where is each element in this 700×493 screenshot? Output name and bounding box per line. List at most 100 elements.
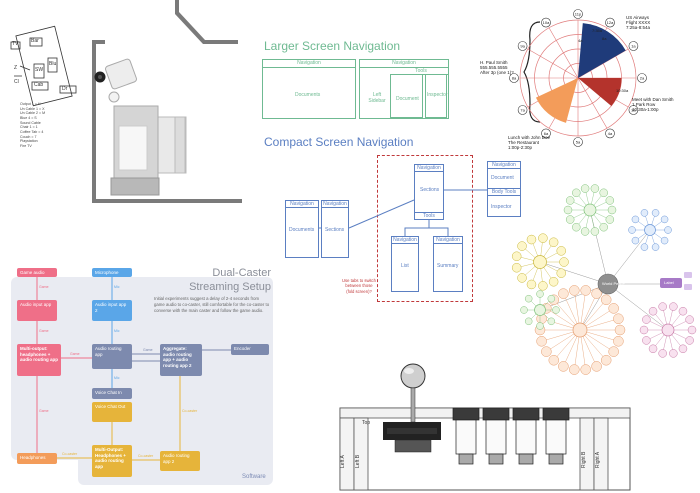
- joystick-ball: [400, 363, 426, 389]
- wall-bottom: [92, 199, 242, 203]
- inner-label: 7:35a: [592, 28, 603, 33]
- hour-label: 8a: [512, 76, 517, 81]
- radial-spoke: [577, 77, 608, 129]
- bubble-node: [556, 268, 567, 278]
- bubble-node: [548, 354, 560, 366]
- hour-marker: [637, 73, 647, 83]
- bubble-node: [613, 313, 624, 324]
- bubble-node: [547, 317, 556, 326]
- armchair: [105, 58, 137, 90]
- bubble-node: [548, 277, 559, 287]
- panel-header: Navigation: [263, 60, 355, 68]
- software-label: Software: [242, 474, 266, 480]
- sketch-note: Blue 4 = S: [20, 116, 37, 121]
- audio-title: Dual-Caster: [212, 267, 271, 279]
- audio-description: Initial experiments suggest a delay of 2…: [154, 296, 270, 313]
- sketch-note: Chair 1 = 1: [20, 125, 38, 130]
- hour-marker: [541, 128, 551, 139]
- document-label: Document: [491, 175, 514, 181]
- bubble-node: [558, 288, 569, 299]
- bubble-node: [631, 215, 640, 224]
- panel-header: Navigation: [392, 237, 418, 244]
- bubble-node: [541, 346, 552, 357]
- bubble-node: [605, 196, 615, 205]
- sketch-note: Playstation: [20, 139, 38, 144]
- radial-event-label: US Airways Flight XXXX 7:25a-8:54a: [626, 15, 651, 30]
- bubble-node: [563, 205, 573, 215]
- panel-header: Navigation: [360, 60, 448, 68]
- table-top: [118, 125, 148, 171]
- multi-output-node: Multi-output: headphones + audio routing…: [17, 344, 61, 376]
- bubble-node: [572, 188, 581, 198]
- bubble-hub: [572, 322, 588, 338]
- hour-marker: [517, 105, 528, 115]
- document-label: Document: [396, 96, 419, 102]
- wedge-lunch: [535, 78, 578, 123]
- joystick-label-right-b: Right B: [581, 451, 587, 468]
- edge-label: Mic: [114, 329, 120, 333]
- bubble-node: [651, 209, 660, 217]
- bubble-node: [613, 336, 624, 347]
- bubble-node: [538, 281, 548, 291]
- bubble-node: [658, 302, 667, 311]
- tools-footer: Tools: [415, 212, 443, 219]
- microphone-node: Microphone: [92, 268, 132, 277]
- sketch-note: Coffee Tab = 4: [20, 130, 44, 135]
- sketch-label: Cl: [14, 79, 19, 85]
- joystick-shaft: [410, 387, 416, 423]
- bubble-node: [547, 294, 556, 303]
- hour-marker: [509, 73, 519, 83]
- bubble-node: [664, 226, 672, 234]
- sketch-note: Un Cable 1 = X: [20, 106, 45, 111]
- hour-label: 6a: [544, 131, 549, 136]
- panel-header: Navigation: [434, 237, 462, 244]
- bubble-node: [590, 227, 600, 236]
- compact-list-panel: Navigation List: [391, 236, 419, 292]
- headphones-node: Headphones: [17, 453, 57, 464]
- sketch-label: TV: [12, 41, 19, 47]
- hour-label: 3a: [631, 108, 636, 113]
- bubble-node: [640, 243, 649, 251]
- bubble-node: [660, 215, 669, 224]
- audio-input-app-node: Audio input app: [17, 300, 57, 321]
- bubble-node: [536, 336, 547, 347]
- radial-event-label: Lunch with John Doe The Restaurant 1:00p…: [508, 135, 551, 150]
- body-tools-label: Body Tools: [488, 188, 520, 196]
- bubble-hub: [534, 304, 546, 316]
- audio-routing-app-node: Audio routing app: [92, 344, 132, 369]
- bubble-center-label: World Peace: [602, 281, 625, 286]
- game-audio-node: Game audio: [17, 268, 57, 277]
- large-nav-main-panel: Navigation Tools Left Sidebar Document I…: [359, 59, 449, 119]
- bubble-node: [651, 243, 660, 251]
- joystick-label-left-b: Left B: [355, 454, 361, 468]
- sofa-back: [174, 116, 186, 174]
- voice-chat-in-node: Voice Chat In: [92, 388, 132, 399]
- joystick-label-left-a: Left A: [340, 455, 346, 468]
- panel-header: Navigation: [415, 165, 443, 172]
- compact-documents-panel: Navigation Documents: [285, 200, 319, 258]
- edge-label: Mic: [114, 376, 120, 380]
- floor-plan-sketch: TV Bar SW Blu Cab Z Dr Cl Output 1 = H U…: [0, 0, 235, 205]
- bubble-node: [565, 215, 575, 224]
- bubble-hub: [644, 224, 656, 236]
- sketch-label: Z: [14, 65, 18, 71]
- compact-sections-center: Navigation Sections Tools: [414, 164, 444, 220]
- hour-marker: [605, 128, 615, 139]
- bubble-node: [524, 317, 533, 326]
- hour-label: 1a: [631, 44, 636, 49]
- sketch-note: Un Cable 2 = M: [20, 111, 46, 116]
- sketch-sw: [33, 63, 45, 79]
- wedge-meeting: [578, 78, 622, 106]
- bubble-node: [658, 349, 667, 358]
- sketch-note: Sound Cable: [20, 120, 41, 125]
- panel-body-label: Summary: [437, 263, 459, 269]
- left-sidebar-box: [390, 74, 423, 118]
- bubble-node: [591, 288, 602, 299]
- bubble-node: [608, 303, 619, 314]
- bubble-node: [642, 336, 651, 345]
- panel-header: Navigation: [322, 201, 348, 208]
- edge-label: Co-caster: [62, 452, 78, 456]
- bubble-node: [591, 361, 602, 372]
- radial-chart: 11p12a1a2a3a4a5a6a7a8a9a10a7:35a8a10:30a…: [509, 9, 647, 147]
- encoder-node: Encoder: [231, 344, 269, 355]
